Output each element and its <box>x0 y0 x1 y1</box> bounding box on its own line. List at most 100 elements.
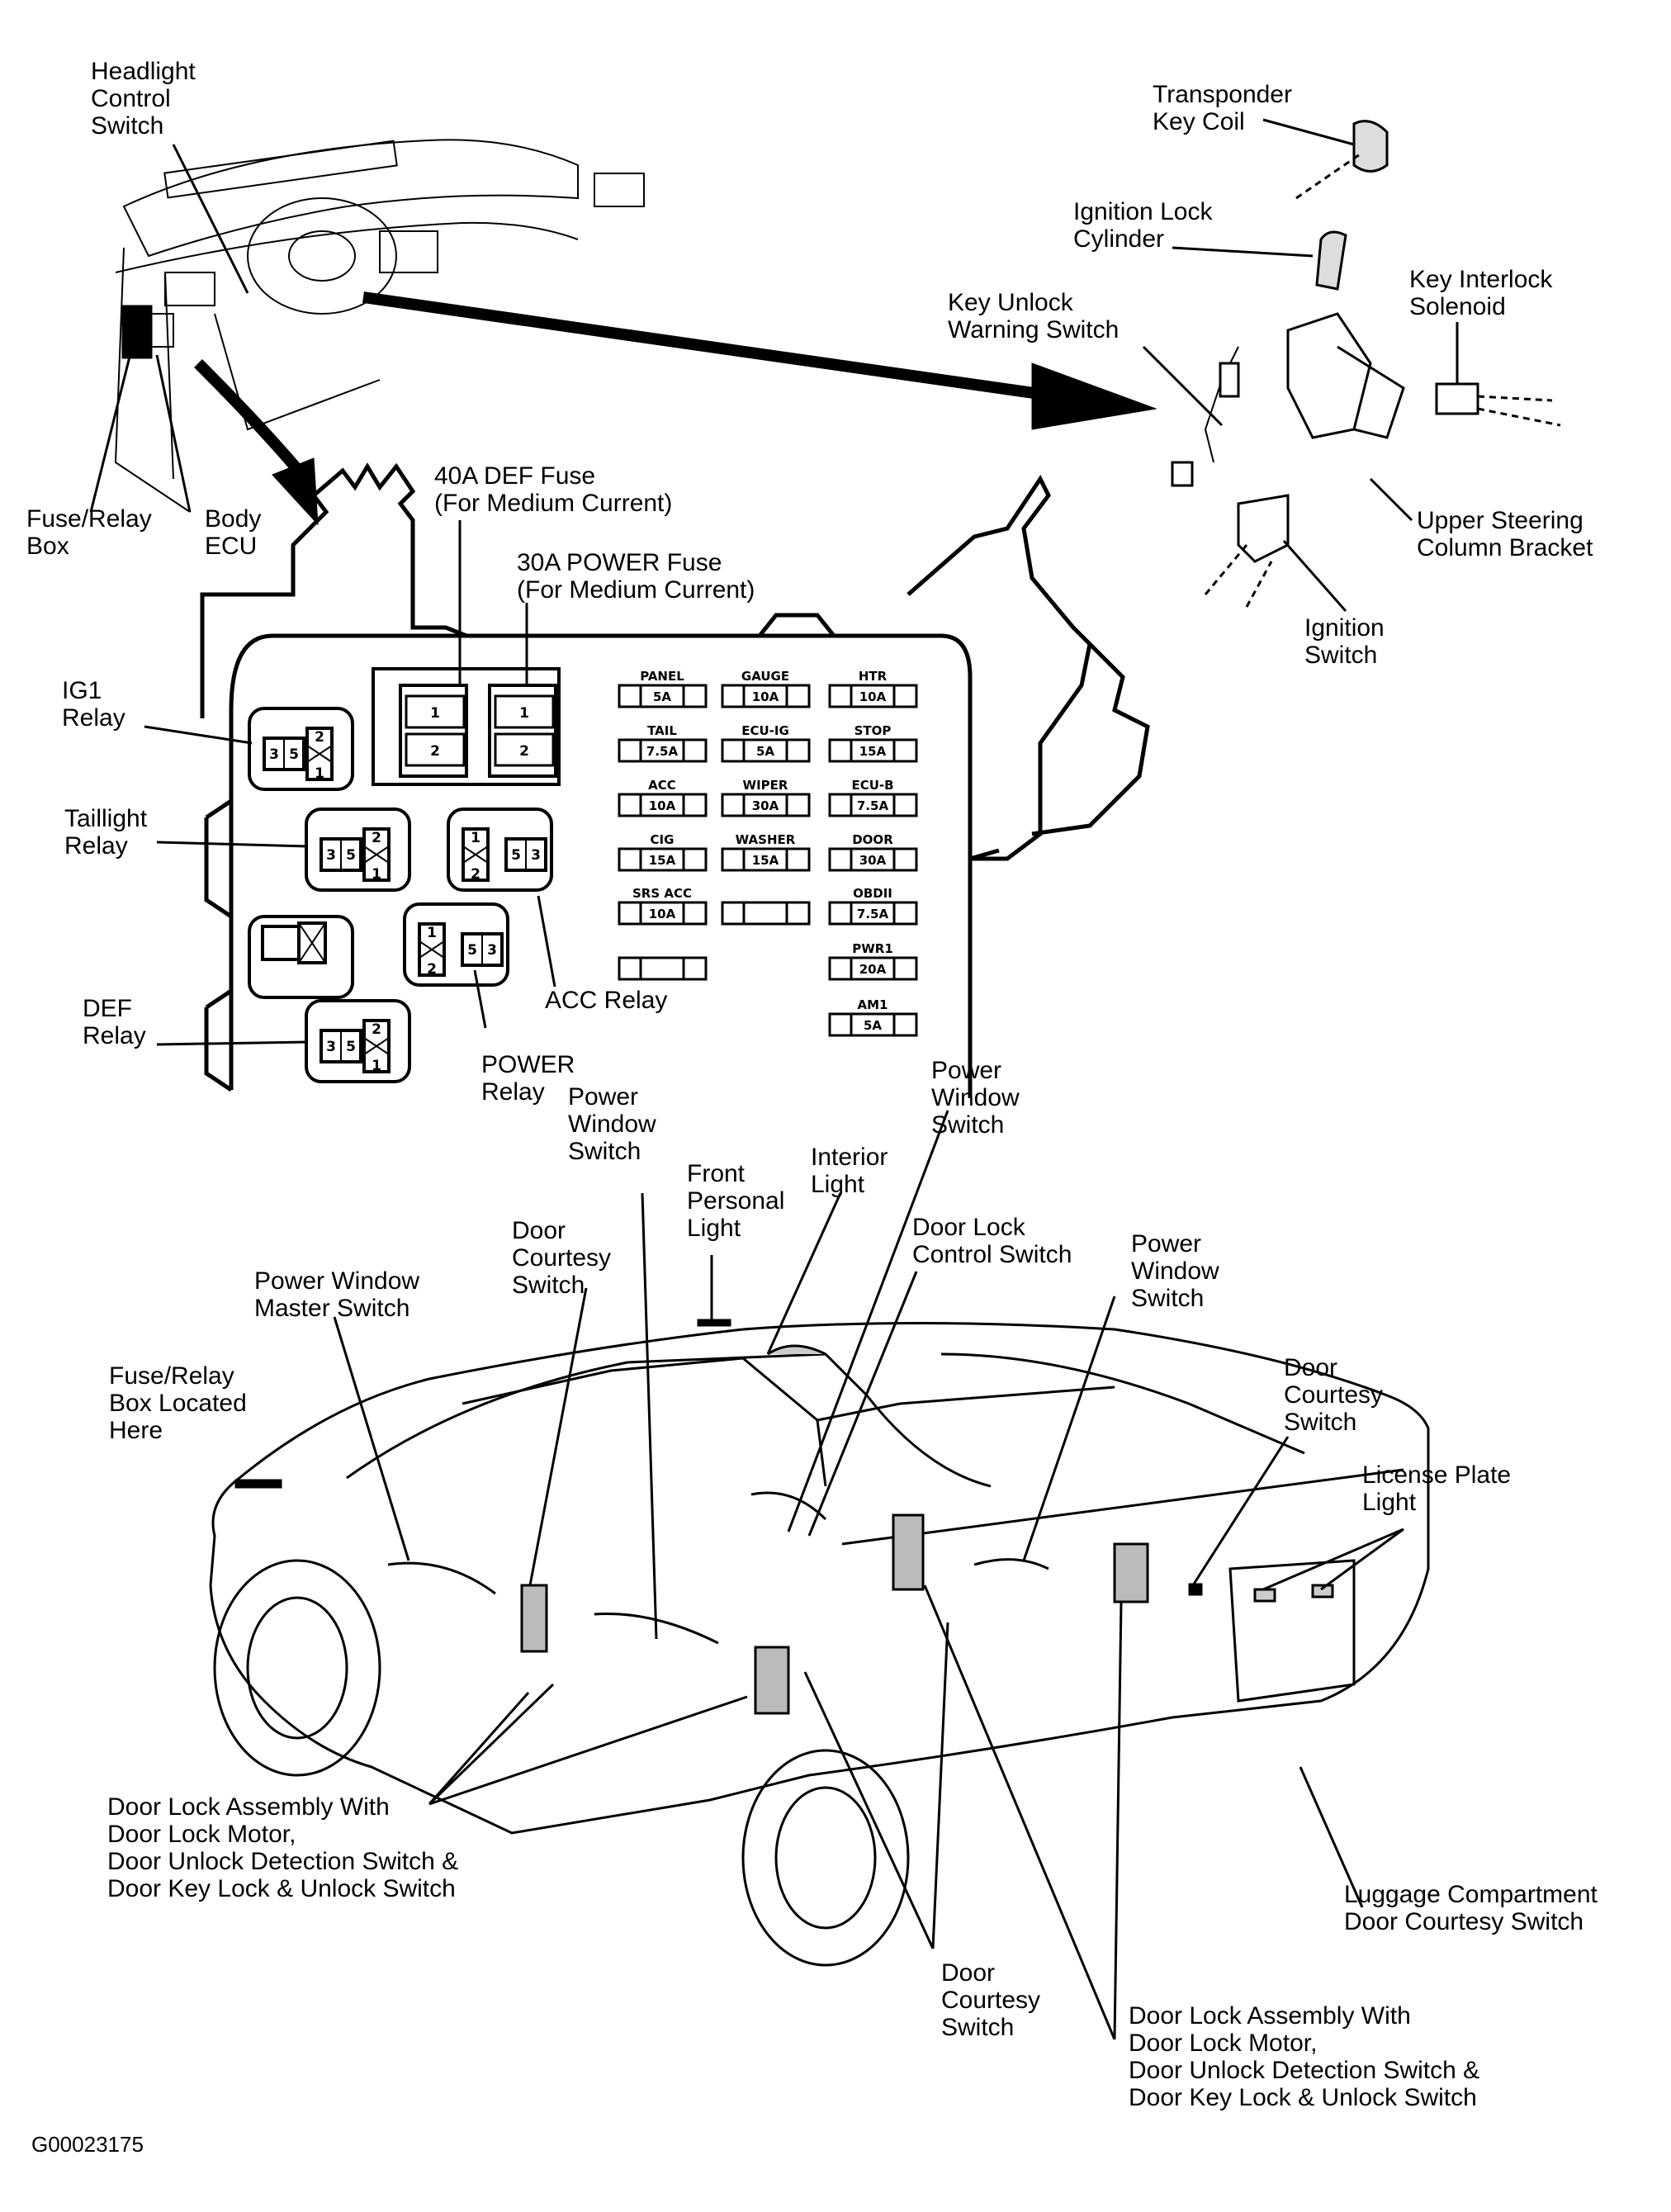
fuse-name: HTR <box>859 669 888 684</box>
pin-1: 1 <box>519 705 529 722</box>
fuse-rating: 7.5A <box>857 798 889 813</box>
label-def-relay: DEF Relay <box>83 995 146 1049</box>
car-illustration <box>209 1322 1430 1967</box>
fuse-name: WASHER <box>736 832 796 847</box>
label-door-courtesy-switch-rear-right: Door Courtesy Switch <box>1284 1354 1384 1436</box>
label-upper-steering-column-bracket: Upper Steering Column Bracket <box>1417 507 1593 561</box>
fuse-name: ECU-B <box>851 778 893 793</box>
fuse-name: CIG <box>651 832 675 847</box>
relay-pin: 2 <box>315 729 324 746</box>
label-body-ecu: Body ECU <box>205 505 262 560</box>
dashboard-illustration <box>114 139 645 513</box>
fuse-rating: 30A <box>859 853 887 868</box>
label-door-courtesy-switch-front: Door Courtesy Switch <box>512 1217 612 1299</box>
figure-code: G00023175 <box>31 2132 144 2157</box>
fuse-rating: 30A <box>752 798 779 813</box>
relay-pin: 5 <box>346 1039 356 1055</box>
relay-pin: 3 <box>326 847 336 864</box>
unlabeled-relay-body <box>261 921 327 964</box>
fuse-name: ECU-IG <box>741 723 789 738</box>
unlabeled-relay <box>248 915 354 999</box>
label-ignition-lock-cylinder: Ignition Lock Cylinder <box>1073 198 1213 253</box>
relay-pin: 1 <box>471 830 480 846</box>
fuse-name: SRS ACC <box>632 886 692 901</box>
fuse-rating: 10A <box>752 689 779 704</box>
label-license-plate-light: License Plate Light <box>1362 1461 1512 1516</box>
fuse-rating: 20A <box>859 962 887 977</box>
relay-pin: 2 <box>471 866 480 883</box>
label-interior-light: Interior Light <box>811 1144 888 1198</box>
fuse-htr: HTR 10A <box>828 669 918 708</box>
relay-pin: 1 <box>315 765 324 782</box>
fuse-pwr1: PWR1 20A <box>828 941 918 981</box>
relay-pin: 3 <box>269 746 279 763</box>
fuse-name: GAUGE <box>741 669 789 684</box>
fuse-gauge: GAUGE 10A <box>721 669 811 708</box>
fuse-panel: PANEL 5A <box>618 669 708 708</box>
relay-pin: 3 <box>487 942 497 959</box>
pin-2: 2 <box>430 743 440 760</box>
fuse-obdii: OBDII 7.5A <box>828 886 918 926</box>
fuse-door: DOOR 30A <box>828 832 918 872</box>
fuse-wiper: WIPER 30A <box>721 778 811 817</box>
leader-lines-fuse-box <box>144 520 556 1046</box>
door-courtesy-switches <box>234 1319 1203 1596</box>
fuse-rating: 7.5A <box>857 907 889 921</box>
door-lock-assemblies <box>520 1513 1149 1715</box>
fuse-name: PWR1 <box>852 941 893 956</box>
relay-pin: 1 <box>372 866 381 883</box>
label-acc-relay: ACC Relay <box>545 987 668 1014</box>
fuse-rating: 5A <box>756 744 774 759</box>
fuse-rating: 15A <box>752 853 779 868</box>
fuse-name: OBDII <box>853 886 892 901</box>
pin-2: 2 <box>519 743 529 760</box>
label-front-personal-light: Front Personal Light <box>687 1160 785 1242</box>
label-power-window-switch-front: Power Window Switch <box>568 1083 656 1165</box>
label-luggage-compartment-door-courtesy-switch: Luggage Compartment Door Courtesy Switch <box>1344 1881 1598 1935</box>
label-door-lock-control-switch: Door Lock Control Switch <box>912 1214 1072 1268</box>
medium-fuse-block <box>372 667 561 786</box>
fuse-name: PANEL <box>640 669 684 684</box>
relay-pin: 5 <box>467 942 477 959</box>
fuse-name: AM1 <box>858 997 888 1012</box>
label-power-window-master-switch: Power Window Master Switch <box>254 1267 420 1322</box>
fuse-rating: 5A <box>653 689 671 704</box>
relay-pin: 2 <box>372 830 381 846</box>
label-fuse-relay-box: Fuse/Relay Box <box>26 505 152 560</box>
fuse-name: STOP <box>854 723 892 738</box>
label-40a-def-fuse: 40A DEF Fuse (For Medium Current) <box>434 462 673 517</box>
relay-pin: 3 <box>326 1039 336 1055</box>
relay-pin: 1 <box>372 1058 381 1074</box>
label-key-interlock-solenoid: Key Interlock Solenoid <box>1409 266 1553 320</box>
label-door-lock-assembly-right: Door Lock Assembly With Door Lock Motor,… <box>1129 2002 1480 2111</box>
fuse-rating: 7.5A <box>646 744 679 759</box>
fuse-name: WIPER <box>743 778 788 793</box>
label-fuse-relay-box-located-here: Fuse/Relay Box Located Here <box>109 1362 247 1444</box>
fuse-ecu-b: ECU-B 7.5A <box>828 778 918 817</box>
fuse-ecu-ig: ECU-IG 5A <box>721 723 811 763</box>
label-30a-power-fuse: 30A POWER Fuse (For Medium Current) <box>517 549 755 604</box>
label-power-window-switch-rear-right: Power Window Switch <box>1131 1230 1219 1312</box>
dash-fuse-box-icon <box>121 305 153 359</box>
label-ignition-switch: Ignition Switch <box>1304 614 1385 669</box>
label-door-lock-assembly-left: Door Lock Assembly With Door Lock Motor,… <box>107 1793 459 1902</box>
fuse-name: DOOR <box>852 832 893 847</box>
medium-fuse-30a-power: 1 2 <box>494 694 555 767</box>
label-key-unlock-warning-switch: Key Unlock Warning Switch <box>948 289 1120 343</box>
label-door-courtesy-switch-rear-left: Door Courtesy Switch <box>941 1959 1041 2041</box>
relay-pin: 5 <box>289 746 299 763</box>
label-power-window-switch-rear-left: Power Window Switch <box>931 1057 1020 1139</box>
fuse-rating: 10A <box>859 689 887 704</box>
label-transponder-key-coil: Transponder Key Coil <box>1153 81 1292 135</box>
